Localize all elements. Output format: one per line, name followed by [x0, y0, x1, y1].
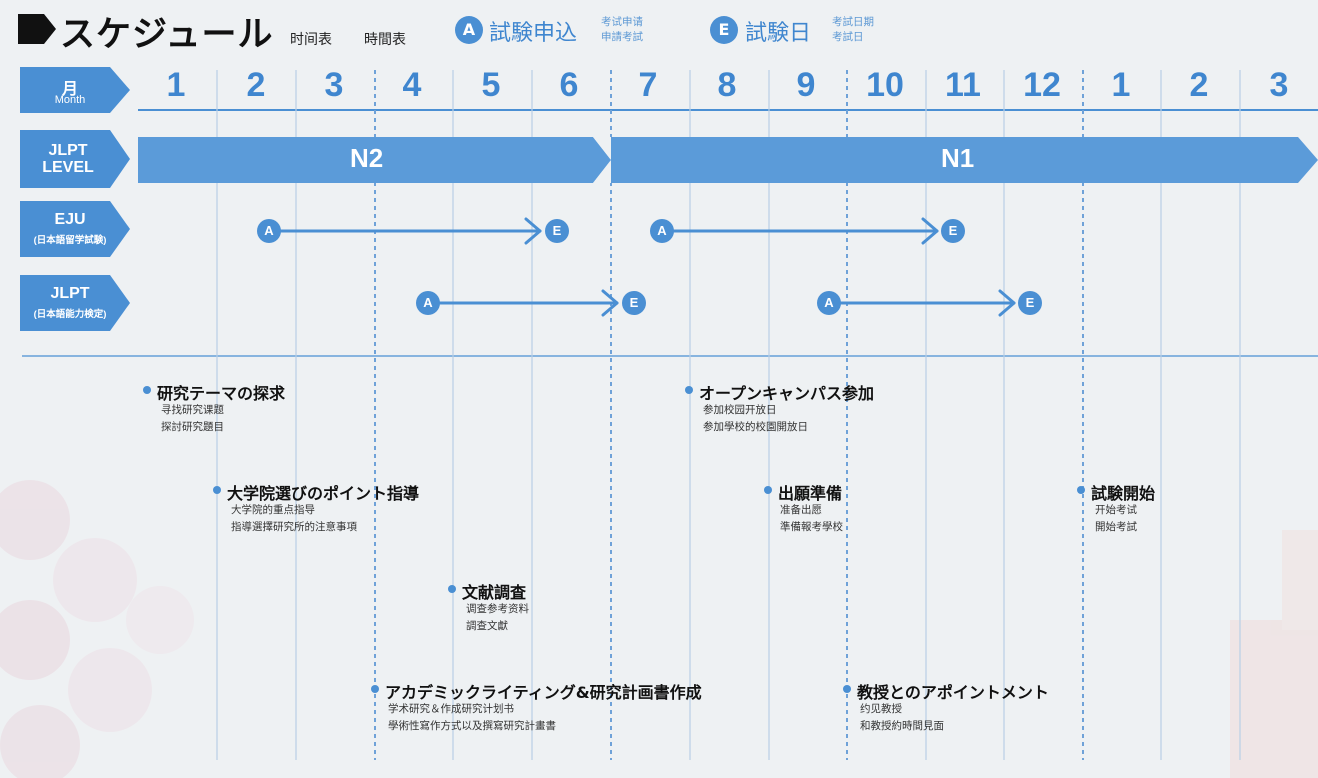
event-exam-start-sub1: 开始考试	[1095, 504, 1137, 516]
row-label-jlpt-line2: (日本語能力検定)	[33, 309, 107, 320]
jlpt-apply-marker-1: A	[416, 291, 440, 315]
event-dot	[448, 585, 456, 593]
month-label: 3	[1269, 66, 1289, 104]
jlpt-apply-marker-2: A	[817, 291, 841, 315]
row-label-level-line1: JLPT	[48, 142, 88, 159]
month-label: 9	[796, 66, 816, 104]
legend-exam-sub1: 考試日期	[832, 16, 874, 28]
event-dot	[213, 486, 221, 494]
event-professor-sub2: 和教授約時間見面	[860, 720, 944, 732]
subtitle-traditional: 時間表	[364, 32, 406, 48]
title-arrow-icon	[18, 14, 56, 44]
eju-exam-marker-2: E	[941, 219, 965, 243]
month-label: 1	[166, 66, 186, 104]
decorative-pattern-left	[0, 480, 194, 778]
event-open-campus-sub1: 参加校园开放日	[703, 404, 777, 416]
event-application-sub1: 准备出愿	[780, 504, 822, 516]
event-dot	[764, 486, 772, 494]
level-n2-bar	[138, 137, 611, 183]
event-application-title: 出願準備	[778, 484, 843, 503]
event-dot	[1077, 486, 1085, 494]
subtitle-simplified: 时间表	[290, 32, 332, 48]
level-n2-label: N2	[350, 143, 384, 173]
event-dot	[371, 685, 379, 693]
month-label: 7	[638, 66, 658, 104]
event-grad-school-sub2: 指導選擇研究所的注意事項	[231, 521, 357, 533]
month-label: 6	[559, 66, 579, 104]
legend-apply-label: 試験申込	[489, 21, 578, 46]
event-academic-writing-title: アカデミックライティング&研究計画書作成	[385, 683, 702, 702]
row-label-month: 月 Month	[20, 67, 130, 113]
event-research-theme-title: 研究テーマの探求	[157, 384, 286, 403]
page-title: スケジュール	[60, 15, 274, 55]
event-grad-school-title: 大学院選びのポイント指導	[227, 484, 420, 503]
timeline-arrows	[278, 217, 1016, 317]
month-label: 10	[866, 66, 904, 104]
event-research-theme-sub2: 探討研究題目	[161, 421, 224, 433]
month-label: 4	[402, 66, 422, 104]
month-label: 11	[945, 66, 981, 104]
event-professor-title: 教授とのアポイントメント	[857, 683, 1049, 702]
event-literature-sub1: 调查参考资料	[466, 603, 529, 615]
event-literature-sub2: 調查文獻	[466, 620, 508, 632]
legend-exam-badge: E	[710, 16, 738, 44]
row-label-eju: EJU (日本語留学試験)	[20, 201, 130, 257]
eju-apply-marker-2: A	[650, 219, 674, 243]
legend-apply-sub2: 申請考試	[601, 31, 643, 43]
jlpt-exam-marker-1: E	[622, 291, 646, 315]
jlpt-exam-marker-2: E	[1018, 291, 1042, 315]
event-exam-start-title: 試験開始	[1091, 484, 1156, 503]
level-n1-bar	[611, 137, 1318, 183]
event-dot	[143, 386, 151, 394]
row-label-jlpt: JLPT (日本語能力検定)	[20, 275, 130, 331]
row-label-month-line1: 月	[61, 81, 78, 98]
eju-exam-marker-1: E	[545, 219, 569, 243]
event-dot	[843, 685, 851, 693]
row-label-eju-line2: (日本語留学試験)	[33, 235, 107, 246]
event-exam-start-sub2: 開始考試	[1095, 521, 1137, 533]
decorative-pattern-right	[1230, 530, 1318, 778]
event-grad-school-sub1: 大学院的重点指导	[231, 504, 315, 516]
eju-apply-marker-1: A	[257, 219, 281, 243]
event-academic-writing-sub1: 学术研究＆作成研究计划书	[388, 703, 514, 715]
legend-apply-badge: A	[455, 16, 483, 44]
month-label: 3	[324, 66, 344, 104]
level-bar	[138, 137, 1318, 183]
legend-apply-sub1: 考试申请	[601, 16, 643, 28]
month-label: 2	[246, 66, 266, 104]
month-label: 12	[1023, 66, 1061, 104]
event-literature-title: 文献調査	[462, 583, 527, 602]
month-label: 2	[1189, 66, 1209, 104]
event-academic-writing-sub2: 學術性寫作方式以及撰寫研究計畫書	[388, 720, 556, 732]
month-label: 1	[1111, 66, 1131, 104]
level-n1-label: N1	[941, 143, 975, 173]
legend-exam-label: 試験日	[745, 21, 812, 46]
row-label-level: JLPT LEVEL	[20, 130, 130, 188]
row-label-jlpt-line1: JLPT	[50, 285, 90, 302]
row-label-eju-line1: EJU	[54, 211, 86, 228]
event-dot	[685, 386, 693, 394]
event-professor-sub1: 约见教授	[860, 703, 902, 715]
month-label: 8	[717, 66, 737, 104]
month-label: 5	[481, 66, 501, 104]
event-open-campus-title: オープンキャンパス参加	[699, 384, 875, 403]
event-research-theme-sub1: 寻找研究课题	[161, 404, 224, 416]
event-open-campus-sub2: 参加學校的校園開放日	[703, 421, 808, 433]
row-label-level-line2: LEVEL	[42, 159, 94, 176]
legend-exam-sub2: 考試日	[832, 31, 864, 43]
event-application-sub2: 準備報考學校	[780, 521, 843, 533]
row-label-month-line2: Month	[54, 94, 86, 106]
